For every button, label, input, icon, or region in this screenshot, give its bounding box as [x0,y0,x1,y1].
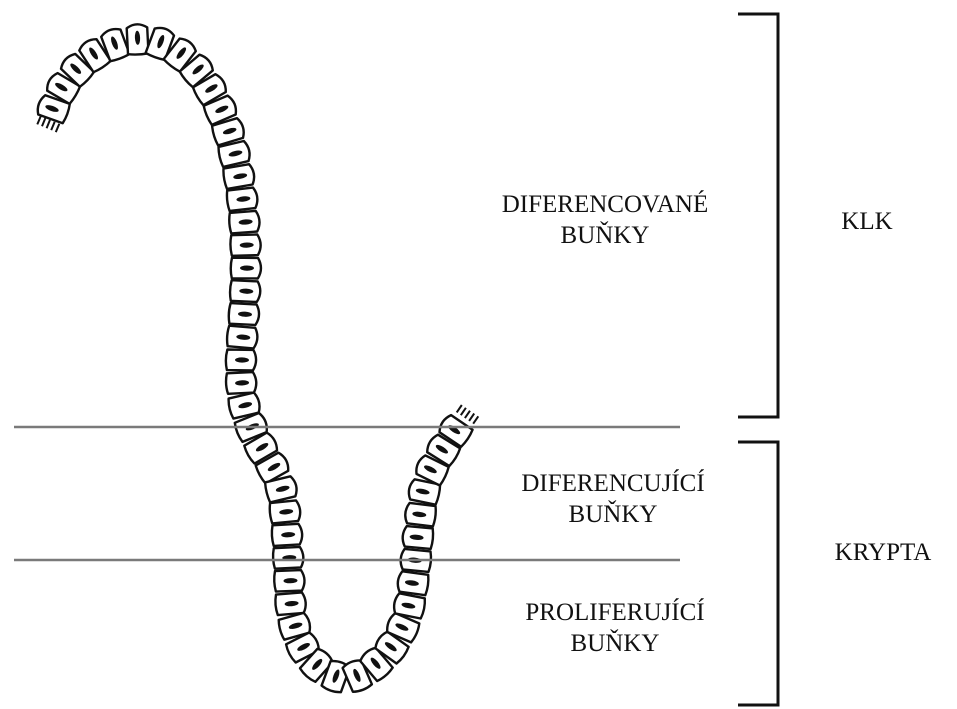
cut-end-fringe [457,405,462,412]
proliferating-cells-label-line2: BUŇKY [462,628,768,659]
cut-end-fringe [469,414,474,421]
differentiated-cells-label-line1: DIFERENCOVANÉ [452,189,758,220]
cut-end-fringe [37,116,41,124]
cut-end-fringe [51,122,55,130]
proliferating-cells-label-line1: PROLIFERUJÍCÍ [462,597,768,628]
cut-end-fringe [461,408,466,415]
cut-end-fringe [47,120,50,128]
epithelium-cell-layer [37,24,478,692]
differentiating-cells-label-line2: BUŇKY [460,499,766,530]
proliferating-cells-label: PROLIFERUJÍCÍ BUŇKY [462,597,768,659]
crypt-label: KRYPTA [808,537,957,568]
cut-end-fringe [56,124,60,132]
differentiated-cells-label-line2: BUŇKY [452,220,758,251]
differentiating-cells-label-line1: DIFERENCUJÍCÍ [460,468,766,499]
cut-end-fringe [42,118,45,126]
differentiated-cells-label: DIFERENCOVANÉ BUŇKY [452,189,758,251]
differentiating-cells-label: DIFERENCUJÍCÍ BUŇKY [460,468,766,530]
cut-end-fringe [473,416,478,423]
cut-end-fringe [465,411,470,418]
villus-label: KLK [812,206,922,237]
